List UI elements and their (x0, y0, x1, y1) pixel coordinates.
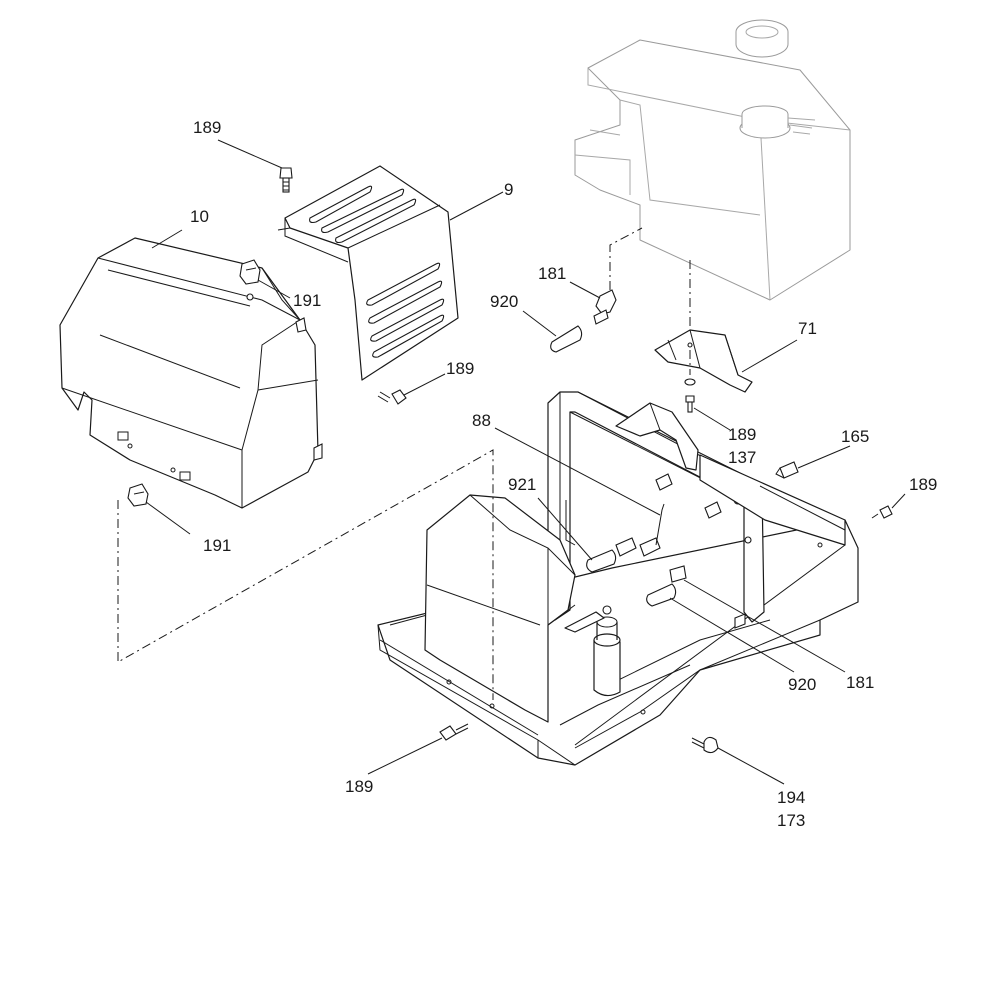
callout-194: 194 (777, 788, 805, 807)
callout-189-bottom: 189 (345, 777, 373, 796)
callout-137: 137 (728, 448, 756, 467)
callout-189-top: 189 (193, 118, 221, 137)
callout-173: 173 (777, 811, 805, 830)
bracket (654, 329, 753, 393)
fitting (775, 461, 799, 479)
hose-920-top (550, 309, 609, 353)
callout-920-top: 920 (490, 292, 518, 311)
washer (684, 378, 696, 386)
elbow-fitting-top (595, 289, 617, 315)
callout-88: 88 (472, 411, 491, 430)
callout-920-bottom: 920 (788, 675, 816, 694)
callouts: 189 10 9 191 189 191 181 920 71 189 137 … (190, 118, 937, 830)
hose-920-lower (646, 583, 677, 607)
callout-189-mid: 189 (446, 359, 474, 378)
callout-181-top: 181 (538, 264, 566, 283)
callout-10: 10 (190, 207, 209, 226)
callout-189-right: 189 (909, 475, 937, 494)
screw-bottom (439, 723, 469, 741)
cover-rear (277, 165, 459, 381)
callout-191-upper: 191 (293, 291, 321, 310)
callout-189-bracket: 189 (728, 425, 756, 444)
screw-top (279, 167, 293, 193)
hose-921 (586, 549, 617, 573)
fuel-tank (574, 19, 851, 301)
base-frame (377, 391, 859, 766)
callout-191-lower: 191 (203, 536, 231, 555)
screw-mid (377, 389, 407, 405)
bolt (691, 736, 719, 754)
screw-bracket (685, 395, 695, 413)
screw-right (871, 505, 893, 519)
callout-921: 921 (508, 475, 536, 494)
callout-181-bottom: 181 (846, 673, 874, 692)
cover-front (59, 237, 323, 509)
clip-upper (239, 259, 261, 301)
clip-lower (127, 483, 149, 507)
callout-165: 165 (841, 427, 869, 446)
callout-9: 9 (504, 180, 513, 199)
assembly-lines (117, 227, 691, 700)
callout-71: 71 (798, 319, 817, 338)
leader-lines (145, 139, 906, 785)
